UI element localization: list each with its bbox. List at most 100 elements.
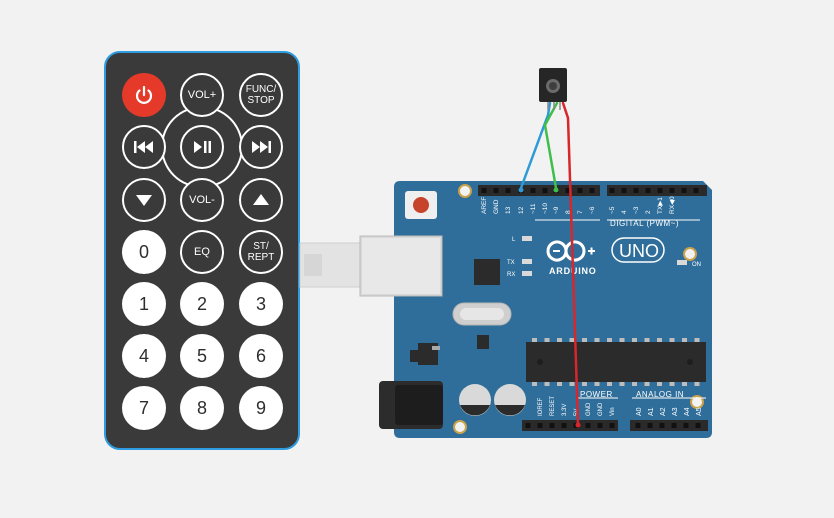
mount-hole [683, 247, 697, 261]
arduino-logo [546, 240, 595, 262]
vol-down-label: VOL- [189, 193, 215, 206]
power-pin-label: Vin [610, 407, 616, 416]
pin-hole [657, 188, 663, 193]
func-stop-button[interactable]: FUNC/ STOP [239, 73, 283, 117]
pin-hole [621, 188, 627, 193]
button-4-label: 4 [138, 346, 149, 366]
led-rx: RX [507, 271, 532, 278]
top-pin-label: ~3 [633, 206, 640, 214]
top-pin-label: ~6 [589, 206, 596, 214]
button-9[interactable]: 9 [239, 386, 283, 430]
arduino-logo-text: ARDUINO [549, 266, 597, 276]
pin-hole [669, 188, 675, 193]
electrolytic-capacitor [494, 384, 526, 416]
arduino-board [394, 181, 712, 438]
pin-hole [647, 423, 653, 428]
voltage-regulator [418, 343, 438, 365]
vol-up-label: VOL+ [187, 88, 217, 101]
top-pin-label: 7 [577, 210, 584, 214]
top-pin-label: ~9 [553, 206, 560, 214]
capacitor [477, 335, 489, 349]
power-button[interactable] [122, 73, 166, 117]
eq-label: EQ [194, 245, 210, 258]
wire-green [543, 101, 559, 190]
top-pin-label: RX◀0 [669, 196, 676, 214]
digital-header-left [478, 185, 600, 196]
power-header [522, 420, 618, 431]
reset-button [413, 197, 429, 213]
pin-hole [481, 188, 487, 193]
up-triangle-icon [253, 194, 269, 205]
pin-hole [693, 188, 699, 193]
pin-hole [659, 423, 665, 428]
top-pin-label: 12 [518, 206, 525, 214]
pin-hole [525, 423, 531, 428]
eq-button[interactable]: EQ [180, 230, 224, 274]
top-pin-label: 4 [621, 210, 628, 214]
crystal-oscillator [452, 302, 512, 326]
button-7[interactable]: 7 [122, 386, 166, 430]
led-l: L [512, 236, 532, 243]
skip-back-button[interactable] [122, 125, 166, 169]
power-pin-label: GND [598, 402, 604, 416]
button-0[interactable]: 0 [122, 230, 166, 274]
pin-hole [671, 423, 677, 428]
reset-switch [405, 191, 437, 219]
led-rx-label: RX [507, 272, 515, 278]
ir-receiver-sensor [539, 68, 567, 110]
skip-forward-icon [252, 141, 271, 153]
usb-cable [299, 242, 361, 288]
pin-hole [505, 188, 511, 193]
usb-controller-chip [474, 259, 500, 285]
button-2-label: 2 [196, 294, 207, 314]
button-8[interactable]: 8 [180, 386, 224, 430]
pin-hole [553, 188, 559, 193]
st-rept-label: ST/ REPT [247, 241, 275, 263]
top-pin-label: 13 [505, 206, 512, 214]
button-7-label: 7 [138, 398, 149, 418]
play-pause-button[interactable] [180, 125, 224, 169]
mount-hole [690, 395, 704, 409]
button-6[interactable]: 6 [239, 334, 283, 378]
analog-pin-label: A0 [636, 407, 643, 416]
button-5[interactable]: 5 [180, 334, 224, 378]
down-triangle-icon [136, 195, 152, 206]
pin-hole [530, 188, 536, 193]
skip-forward-button[interactable] [239, 125, 283, 169]
pin-hole [565, 188, 571, 193]
atmega-chip [526, 342, 706, 382]
mount-hole [453, 420, 467, 434]
top-pin-label: GND [493, 199, 500, 214]
up-button[interactable] [239, 178, 283, 222]
led-tx: TX [507, 259, 532, 266]
power-pin-label: GND [586, 402, 592, 416]
pin-hole [561, 423, 567, 428]
button-2[interactable]: 2 [180, 282, 224, 326]
pin-hole [609, 188, 615, 193]
wire-red [561, 101, 580, 426]
uno-badge [611, 237, 665, 263]
power-icon [135, 85, 153, 104]
digital-label: DIGITAL (PWM~) [610, 219, 679, 228]
vol-down-button[interactable]: VOL- [180, 178, 224, 222]
st-rept-button[interactable]: ST/ REPT [239, 230, 283, 274]
button-1[interactable]: 1 [122, 282, 166, 326]
mount-hole [458, 184, 472, 198]
func-stop-label: FUNC/ STOP [245, 84, 277, 106]
power-pin-label: 3.3V [562, 404, 568, 416]
analog-header [630, 420, 708, 431]
down-button[interactable] [122, 178, 166, 222]
play-pause-icon [194, 141, 211, 153]
button-8-label: 8 [196, 398, 207, 418]
vol-up-button[interactable]: VOL+ [180, 73, 224, 117]
button-4[interactable]: 4 [122, 334, 166, 378]
analog-pin-label: A3 [672, 407, 679, 416]
pin-hole [549, 423, 555, 428]
power-jack [379, 381, 443, 429]
pin-hole [589, 188, 595, 193]
button-3[interactable]: 3 [239, 282, 283, 326]
